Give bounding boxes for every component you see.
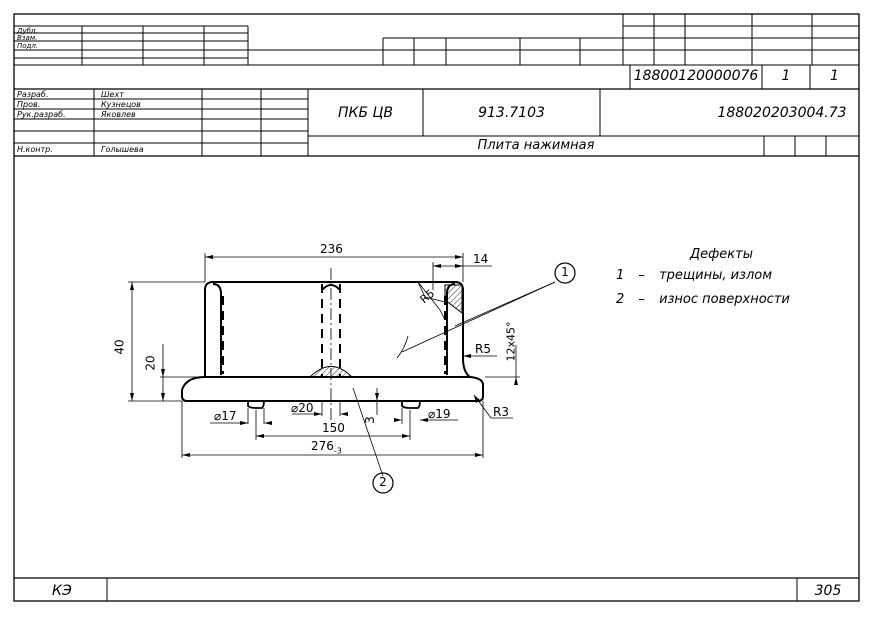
role-razrab: Разраб.: [17, 90, 49, 99]
drawing-number: 913.7103: [478, 105, 545, 121]
designation: 188020203004.73: [717, 105, 847, 121]
defect-item-1: 1 – трещины, излом: [616, 268, 772, 283]
sheet-number: 1: [781, 68, 791, 84]
dim-236: 236: [320, 242, 343, 256]
defect-1-dash: –: [638, 268, 645, 283]
role-ruk: Рук.разраб.: [17, 110, 66, 119]
dim-phi19: ⌀19: [428, 407, 451, 421]
dubl-label: Дубл.: [17, 27, 38, 35]
podl-label: Подл.: [17, 42, 39, 50]
defects-title: Дефекты: [690, 247, 753, 262]
defect-2-dash: –: [638, 292, 645, 307]
form-number: 305: [814, 583, 842, 599]
name-nkontr: Голышева: [101, 145, 144, 154]
dim-3: 3: [362, 416, 377, 424]
dim-14: 14: [473, 252, 489, 266]
role-prov: Пров.: [17, 100, 41, 109]
name-razrab: Шехт: [101, 90, 124, 99]
name-ruk: Яковлев: [101, 110, 136, 119]
vzam-label: Взам.: [17, 34, 38, 42]
callout-2: 2: [379, 475, 387, 489]
dim-20: 20: [143, 355, 158, 371]
dim-150: 150: [322, 421, 345, 435]
callout-1: 1: [561, 265, 569, 279]
org-name: ПКБ ЦВ: [338, 105, 393, 121]
dim-276: 276-3: [311, 439, 342, 455]
form-code: КЭ: [52, 583, 72, 599]
defect-1-text: трещины, излом: [659, 268, 773, 283]
defect-item-2: 2 – износ поверхности: [616, 292, 790, 307]
dim-chamfer: 12x45°: [504, 321, 518, 362]
defect-1-num: 1: [616, 268, 625, 283]
part-name: Плита нажимная: [477, 138, 595, 153]
part-drawing: [128, 253, 576, 494]
dim-r3: R3: [493, 405, 509, 419]
callout-2-circle: [372, 472, 394, 494]
defect-2-num: 2: [616, 292, 625, 307]
callout-1-circle: [554, 262, 576, 284]
dim-r5: R5: [475, 342, 491, 356]
dim-phi20: ⌀20: [291, 401, 314, 415]
name-prov: Кузнецов: [101, 100, 141, 109]
role-nkontr: Н.контр.: [17, 145, 53, 154]
sheet-count: 1: [830, 68, 839, 84]
doc-code: 18800120000076: [633, 68, 759, 84]
dim-276-value: 276: [311, 439, 334, 453]
defect-2-text: износ поверхности: [659, 292, 790, 307]
dim-276-tolerance: -3: [333, 446, 342, 456]
dim-phi17: ⌀17: [214, 409, 237, 423]
dim-40: 40: [112, 339, 127, 355]
